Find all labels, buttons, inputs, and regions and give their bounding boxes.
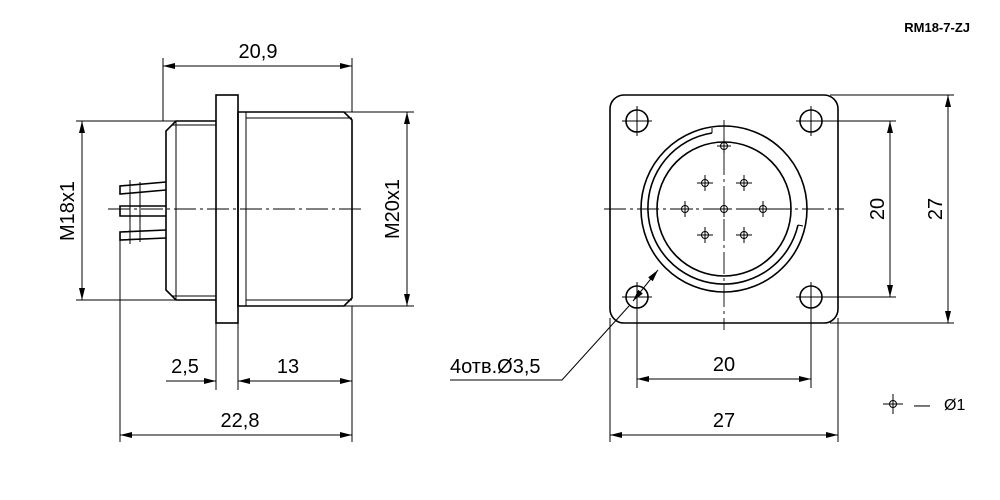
part-code-label: RM18-7-ZJ	[904, 20, 970, 35]
key-notch-right	[797, 224, 804, 227]
dim-thread-left: M18x1	[57, 181, 79, 241]
solder-tail-lower	[119, 229, 167, 241]
dim-overall-length-bottom: 22,8	[221, 410, 260, 432]
dim-hole-spacing-vertical: 20	[867, 198, 889, 220]
front-view: 20 27 20 27 4отв.Ø3,5	[450, 94, 954, 442]
hole-centre-mark-tr	[796, 106, 826, 136]
legend-pin-diameter: Ø1	[944, 397, 965, 414]
dim-flange-height: 27	[925, 198, 947, 220]
holes-leader-line	[450, 305, 630, 381]
solder-tail-middle	[119, 205, 166, 217]
side-view: 20,9 M18x1 M20x1 2,5 13 22,8	[57, 41, 414, 442]
contact-pin	[717, 139, 731, 153]
holes-callout: 4отв.Ø3,5	[450, 356, 541, 378]
key-ring-arc	[647, 132, 799, 285]
dim-hole-spacing-horizontal: 20	[713, 354, 735, 376]
contact-pin	[755, 201, 771, 217]
holes-leader-arrow	[632, 269, 659, 302]
dim-flange-thickness: 2,5	[171, 356, 199, 378]
hole-centre-mark-tl	[622, 106, 652, 136]
contact-pin	[736, 175, 752, 191]
pin-legend: — Ø1	[883, 394, 965, 414]
pin-symbol-icon	[883, 394, 903, 414]
dim-flange-width: 27	[713, 410, 735, 432]
contact-pin	[677, 201, 693, 217]
dim-body-length: 13	[277, 356, 299, 378]
legend-dash: —	[914, 397, 930, 414]
contact-pin	[697, 227, 713, 243]
rear-thread-body	[165, 120, 216, 301]
contact-pin	[697, 175, 713, 191]
hole-centre-mark-br	[796, 282, 826, 312]
dim-overall-length-top: 20,9	[239, 41, 278, 63]
solder-tail-upper	[119, 181, 167, 195]
contact-pin	[736, 227, 752, 243]
hole-centre-mark-bl	[622, 282, 652, 312]
contact-pins	[677, 139, 771, 243]
dim-thread-right: M20x1	[382, 179, 404, 239]
contact-pin	[716, 201, 732, 217]
